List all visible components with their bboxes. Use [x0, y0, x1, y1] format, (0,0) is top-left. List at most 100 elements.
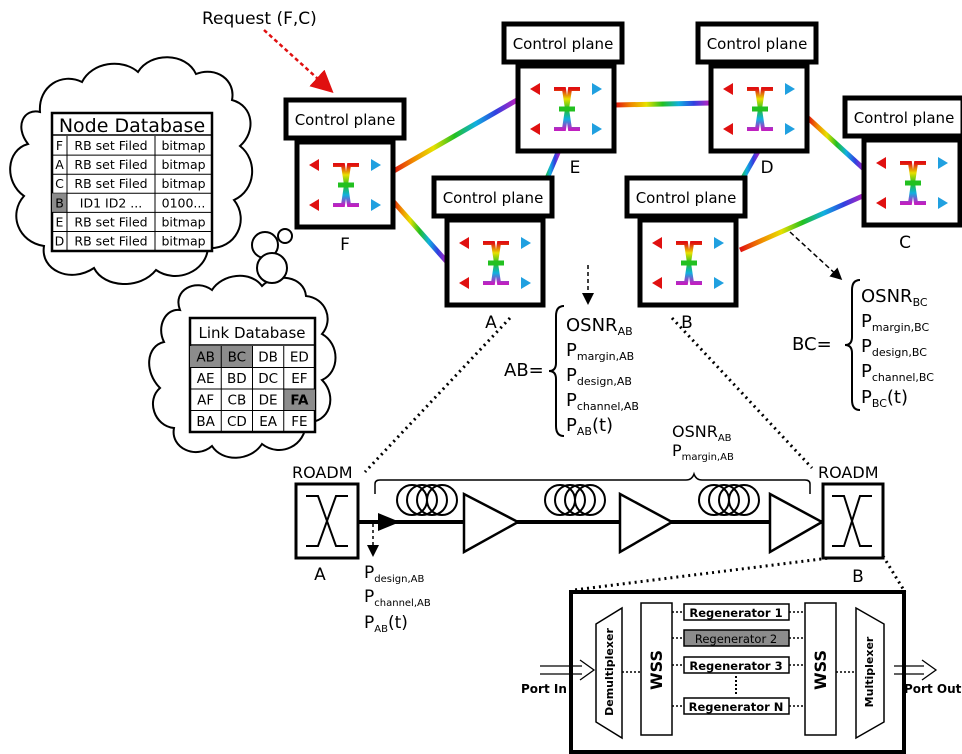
node-B-label: B [681, 313, 693, 333]
demultiplexer-label: Demultiplexer [603, 628, 616, 716]
node-db-cell: bitmap [161, 234, 205, 249]
signal-arrow [378, 513, 400, 531]
link-D-C [806, 116, 867, 172]
multiplexer-label: Multiplexer [863, 636, 876, 707]
param-item: Pchannel,AB [364, 587, 431, 609]
control-plane-F-label: Control plane [295, 111, 396, 129]
param-item: OSNRAB [672, 422, 732, 444]
regenerator-2 [683, 629, 790, 647]
node-db-cell: RB set Filed [74, 157, 147, 172]
regenerator-3-label: Regenerator 3 [689, 659, 782, 673]
param-item: PAB(t) [566, 415, 613, 438]
node-F: Control plane F [283, 97, 407, 255]
link-db-cell: AE [197, 371, 215, 387]
regenerator-n-label: Regenerator N [689, 700, 784, 714]
regenerator-2-label: Regenerator 2 [695, 632, 777, 646]
node-db-cell: RB set Filed [74, 176, 147, 191]
param-item: Pchannel,AB [566, 390, 639, 413]
roadm-b-title: ROADM [818, 463, 879, 482]
link-db-cell: FA [290, 393, 309, 409]
node-db-cell: bitmap [161, 214, 205, 229]
link-db-cell: BC [228, 350, 246, 366]
fiber-coil-3 [698, 484, 760, 516]
node-F-label: F [340, 235, 350, 255]
params-ab: AB=OSNRABPmargin,ABPdesign,ABPchannel,AB… [504, 305, 639, 438]
node-db-title: Node Database [59, 115, 205, 137]
node-db-cell: bitmap [161, 157, 205, 172]
link-db-cell: FE [291, 414, 307, 430]
node-db-cell: B [55, 195, 64, 210]
node-E-label: E [570, 158, 581, 178]
regenerator-1-label: Regenerator 1 [689, 606, 782, 620]
request-arrow [263, 29, 334, 94]
link-F-A [390, 198, 449, 264]
link-db-cell: DB [258, 350, 278, 366]
node-db-cell: RB set Filed [74, 214, 147, 229]
node-db-cell: RB set Filed [74, 234, 147, 249]
control-plane-E-label: Control plane [513, 35, 614, 53]
thought-bubble-3 [256, 252, 288, 284]
param-item: Pmargin,BC [861, 311, 930, 334]
link-db-cell: BA [196, 414, 215, 430]
param-item: Pmargin,AB [566, 340, 634, 363]
roadm-a-title: ROADM [292, 463, 353, 482]
control-plane-D-label: Control plane [707, 35, 808, 53]
control-plane-F [283, 97, 407, 141]
control-plane-B-label: Control plane [636, 189, 737, 207]
link-db-cell: CD [227, 414, 247, 430]
fiber-coil-1 [396, 484, 458, 516]
node-db-cell: D [55, 234, 65, 249]
link-db-title: Link Database [198, 324, 305, 342]
regen-detail: Port In Port Out Demultiplexer Multiplex… [521, 590, 962, 754]
wss-left-label: WSS [647, 650, 666, 690]
node-A-label: A [485, 313, 497, 333]
zoom-lines [363, 316, 907, 593]
param-item: OSNRAB [566, 315, 633, 338]
multiplexer [855, 606, 885, 740]
node-db-row: E RB set Filed bitmap [52, 214, 212, 232]
node-db-row: D RB set Filed bitmap [52, 234, 212, 252]
regenerator-1 [683, 603, 790, 621]
link-db-cell: AB [196, 350, 215, 366]
wss-right-label: WSS [811, 650, 830, 690]
amplifier-2 [618, 491, 675, 555]
bc-param-arrow [789, 231, 843, 281]
node-A: Control plane A [431, 175, 555, 333]
detail-node-a: A [314, 565, 326, 585]
port-in-arrow [540, 659, 596, 681]
link-E-D [614, 100, 711, 108]
wss-left [640, 602, 673, 736]
control-plane-A-label: Control plane [443, 189, 544, 207]
node-D: Control plane D [695, 21, 819, 178]
span-brace [374, 471, 811, 494]
node-db-cell: E [56, 214, 64, 229]
control-plane-B [624, 175, 748, 219]
link-db-cell: EA [259, 414, 278, 430]
link-B-C [738, 192, 867, 253]
param-item: PBC(t) [861, 387, 908, 410]
node-db-cell: bitmap [161, 176, 205, 191]
param-item: Pdesign,BC [861, 336, 927, 359]
link-db-cell: BD [227, 371, 247, 387]
param-item: Pchannel,BC [861, 361, 934, 384]
control-plane-C [842, 95, 962, 139]
link-db-cell: EF [291, 371, 307, 387]
port-out-label: Port Out [904, 682, 962, 696]
regenerator-3 [683, 656, 790, 674]
link-db-cell: DC [258, 371, 278, 387]
param-brace [548, 305, 565, 437]
node-C-label: C [899, 233, 911, 253]
regen-connectors [622, 611, 856, 707]
amplifier-1 [462, 491, 521, 555]
param-item: PAB(t) [364, 613, 408, 635]
node-C: Control plane C [842, 95, 962, 253]
link-db-cell: ED [290, 350, 309, 366]
